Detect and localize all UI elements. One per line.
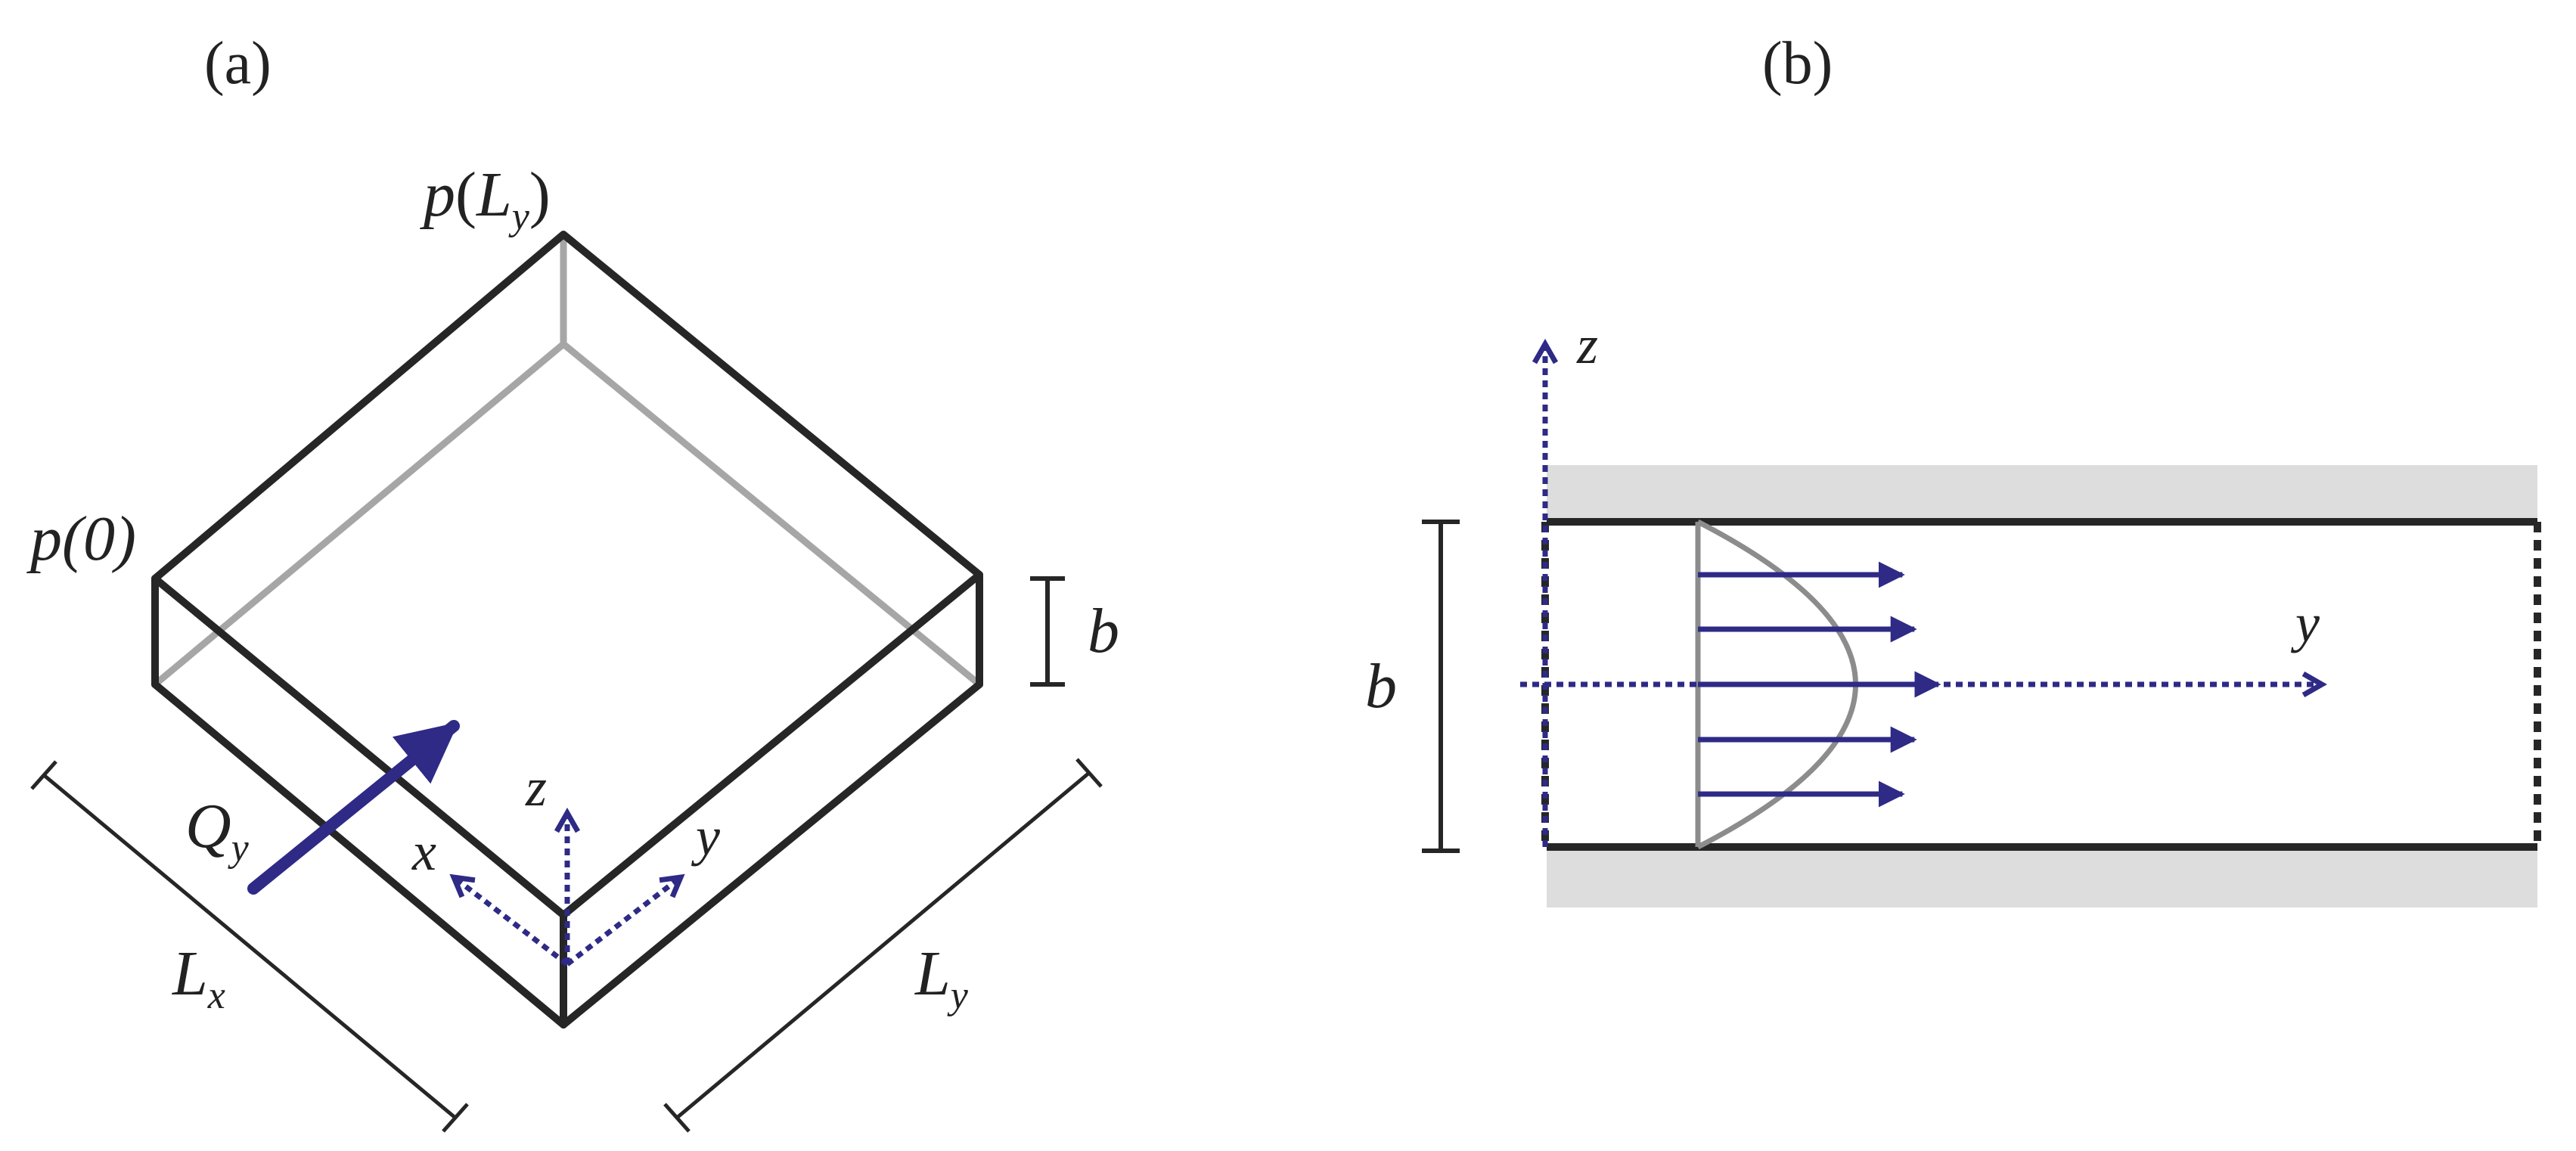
flow-label: Qy [185, 791, 250, 870]
flow-arrow [247, 720, 460, 895]
pressure-left-label: p(0) [26, 504, 136, 574]
axis-y-label: y [691, 806, 720, 867]
panel-b: (b) b z y [1365, 30, 2541, 907]
axis-z-label-b: z [1576, 315, 1598, 375]
bottom-plate [1547, 849, 2537, 907]
gap-bracket [1422, 520, 1460, 853]
panel-a-label: (a) [204, 30, 272, 97]
gap-label: b [1365, 651, 1397, 721]
channel-walls [1547, 518, 2537, 851]
box-edge-bottom-right [560, 681, 983, 1028]
coordinate-axes-b [1520, 338, 2328, 847]
axis-y-label-b: y [2290, 593, 2320, 653]
axis-y-arrow [565, 873, 685, 966]
length-y-label: Ly [914, 938, 969, 1017]
height-label: b [1088, 596, 1119, 666]
box-visible-edges [151, 231, 983, 1028]
box-edge-bottom-left [151, 681, 567, 1028]
dimension-lx [30, 760, 469, 1133]
axis-x-label: x [411, 821, 436, 882]
box-hidden-edges [151, 231, 983, 688]
height-bracket [1030, 576, 1065, 687]
length-x-label: Lx [172, 938, 225, 1017]
coordinate-axes-a [449, 807, 685, 966]
panel-b-label: (b) [1762, 30, 1833, 97]
axis-z-label: z [525, 757, 547, 817]
hidden-edge-right [560, 340, 983, 688]
dimension-ly [663, 758, 1103, 1133]
hidden-edge-left [151, 340, 567, 688]
top-plate [1547, 465, 2537, 520]
pressure-top-label: p(Ly) [420, 160, 551, 238]
panel-a: (a) p(Ly) p(0) b [26, 30, 1119, 1133]
velocity-profile [1695, 519, 1941, 850]
